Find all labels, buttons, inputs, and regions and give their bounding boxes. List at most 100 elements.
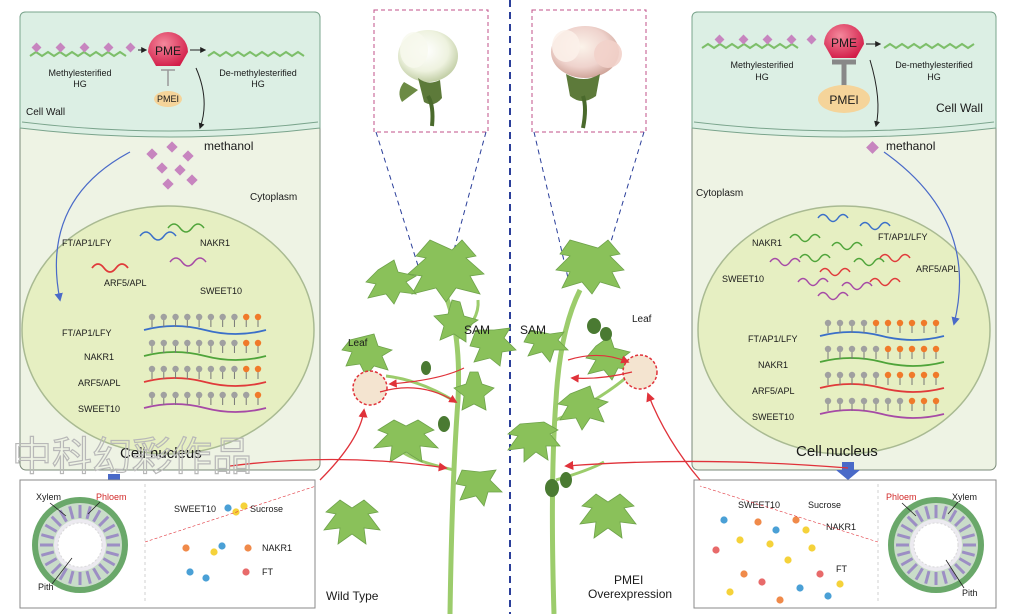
left-demethyl-hg-label-2: HG: [251, 79, 265, 89]
left-methyl-mark: [160, 391, 167, 399]
right-methyl-mark: [836, 371, 844, 379]
left-methyl-mark: [148, 313, 156, 321]
right-methyl-mark: [884, 319, 892, 327]
molecule-dot: [201, 573, 211, 583]
right-methyl-mark: [860, 397, 868, 405]
left-cell-wall: [19, 11, 321, 138]
left-phloem-label: Phloem: [96, 492, 127, 502]
left-plant: Leaf SAM: [323, 239, 517, 614]
left-mrna-sweet10: [169, 257, 207, 267]
molecule-dot: [217, 541, 227, 551]
right-gene-top-nakr1: NAKR1: [752, 238, 782, 248]
left-nucleus-label: Cell nucleus: [120, 445, 202, 462]
left-gene-top-arf5: ARF5/APL: [104, 278, 147, 288]
left-methyl-mark: [231, 391, 238, 399]
right-methyl-mark: [824, 371, 832, 379]
left-gene-track-1: [143, 325, 267, 335]
left-gene-track-3: [143, 377, 267, 387]
left-gene-top-nakr1: NAKR1: [200, 238, 230, 248]
right-methyl-mark: [884, 345, 892, 353]
right-caption-line2: Overexpression: [588, 587, 672, 601]
left-methyl-mark: [219, 391, 226, 399]
right-down-arrow: [836, 462, 860, 480]
right-gene-list-sweet10: SWEET10: [752, 412, 794, 422]
right-methyl-mark: [896, 345, 904, 353]
left-nakr1-label: NAKR1: [262, 543, 292, 553]
left-methyl-mark: [243, 313, 250, 321]
molecule-dot: [243, 543, 253, 553]
left-methyl-mark: [148, 391, 156, 399]
molecule-dot: [739, 569, 749, 579]
right-mrna-strand: [831, 241, 863, 251]
left-methyl-mark: [219, 365, 226, 373]
right-flower-inset: [531, 9, 647, 133]
molecule-dot: [823, 591, 833, 601]
right-mrna-strand: [817, 291, 849, 301]
left-methyl-mark: [243, 365, 250, 373]
right-methyl-mark: [908, 397, 916, 405]
molecule-dot: [807, 543, 817, 553]
left-demethyl-hg-chain: [207, 50, 305, 58]
right-methyl-mark: [824, 319, 832, 327]
right-molecule-dots: [711, 515, 845, 605]
left-gene-list-arf5: ARF5/APL: [78, 378, 121, 388]
molecule-dot: [719, 515, 729, 525]
right-methyl-mark: [836, 397, 844, 405]
left-methyl-mark: [184, 339, 191, 347]
molecule-dot: [753, 517, 763, 527]
molecule-dot: [765, 539, 775, 549]
right-methyl-mark: [920, 345, 928, 353]
right-pith-label: Pith: [962, 588, 978, 598]
molecule-dot: [775, 595, 785, 605]
left-tissue-panel: Xylem Phloem Pith SWEET10 Sucrose NAKR1 …: [19, 479, 316, 609]
right-caption-line1: PMEI: [614, 573, 643, 587]
right-gene-list-arf5: ARF5/APL: [752, 386, 795, 396]
right-methyl-mark: [860, 345, 868, 353]
right-pmei-protein: [818, 85, 870, 113]
right-mrna-cluster: [769, 213, 911, 301]
left-mrna-ft: [139, 231, 177, 241]
right-mrna-strand: [799, 253, 831, 263]
left-sam-label: SAM: [464, 323, 490, 337]
left-demethyl-hg-label: De-methylesterified: [219, 68, 297, 78]
left-methyl-mark: [195, 391, 203, 399]
right-mrna-strand: [853, 257, 885, 267]
left-leaf-highlight: [352, 370, 388, 406]
right-methyl-mark: [824, 397, 832, 405]
right-methyl-mark: [920, 397, 928, 405]
right-methyl-mark: [896, 319, 904, 327]
molecule-dot: [725, 587, 735, 597]
left-methyl-mark: [254, 339, 262, 347]
molecule-dot: [241, 567, 251, 577]
right-methyl-hg-chain: [701, 42, 799, 50]
left-pith-label: Pith: [38, 582, 54, 592]
left-methyl-mark: [254, 365, 262, 373]
right-xylem-label: Xylem: [952, 492, 977, 502]
right-gene-top-ft: FT/AP1/LFY: [878, 232, 928, 242]
right-methyl-hg-label-2: HG: [755, 72, 769, 82]
right-methyl-mark: [848, 397, 856, 405]
watermark-text: 中科幻彩作品: [12, 434, 252, 480]
left-pme-label: PME: [155, 44, 181, 58]
molecule-dot: [209, 547, 219, 557]
molecule-dot: [757, 577, 767, 587]
right-mrna-strand: [789, 233, 821, 243]
right-methyl-mark: [872, 397, 880, 405]
right-mrna-strand: [879, 253, 911, 263]
right-methyl-mark: [908, 319, 916, 327]
right-methyl-mark: [884, 397, 892, 405]
left-methyl-mark: [172, 313, 179, 321]
right-phloem-label: Phloem: [886, 492, 917, 502]
right-sucrose-label: Sucrose: [808, 500, 841, 510]
left-sucrose-label: Sucrose: [250, 504, 283, 514]
left-methyl-mark: [148, 365, 156, 373]
right-mrna-strand: [859, 221, 891, 231]
right-pme-label: PME: [831, 36, 857, 50]
molecule-dot: [795, 583, 805, 593]
left-mrna-nakr1: [167, 223, 205, 233]
right-gene-top-arf5: ARF5/APL: [916, 264, 959, 274]
right-leaf-label: Leaf: [632, 314, 652, 325]
right-mrna-strand: [797, 277, 829, 287]
right-methyl-mark: [932, 319, 940, 327]
right-methyl-mark: [872, 345, 880, 353]
